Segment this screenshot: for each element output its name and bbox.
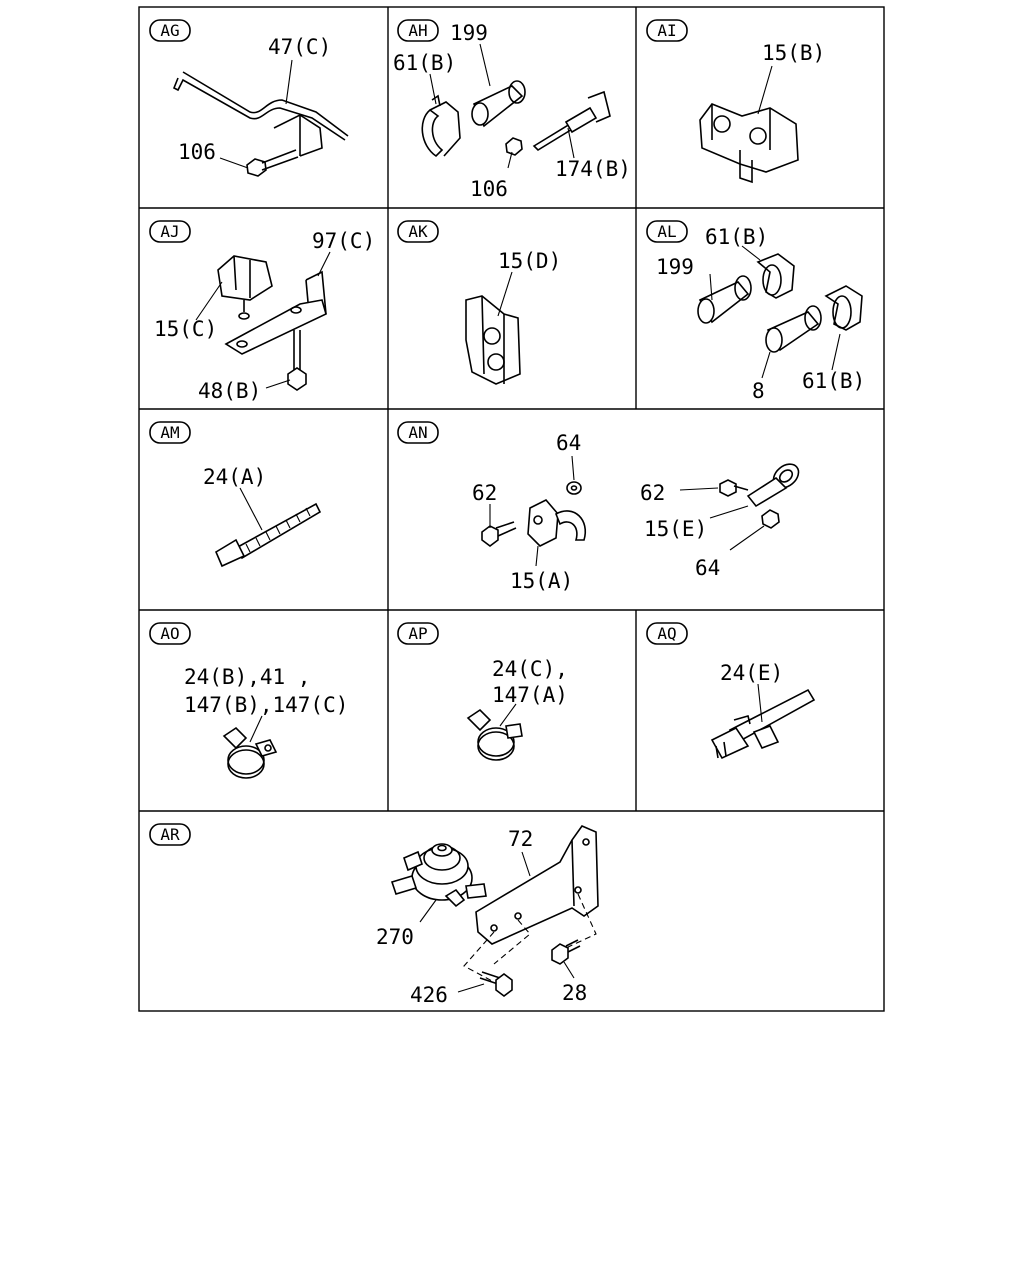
panel-ak: AK 15(D) <box>397 220 561 385</box>
part-label: 106 <box>470 177 508 201</box>
part-label: 15(E) <box>644 517 707 541</box>
dashed-guides <box>463 893 597 983</box>
panel-badge <box>149 220 191 243</box>
panel-id: AI <box>657 21 676 40</box>
part-label: 61(B) <box>393 51 456 75</box>
part-label: 199 <box>656 255 694 279</box>
cable-tie-24a <box>214 502 322 568</box>
part-label: 270 <box>376 925 414 949</box>
part-label: 62 <box>640 481 665 505</box>
bolt-48b <box>287 330 307 391</box>
part-label: 426 <box>410 983 448 1007</box>
panel-badge <box>149 421 191 444</box>
panel-id: AG <box>160 21 179 40</box>
panel-badge <box>646 622 688 645</box>
part-label: 24(E) <box>720 661 783 685</box>
bolt-426 <box>479 971 513 997</box>
washer-64-left <box>566 481 582 495</box>
panel-badge <box>646 220 688 243</box>
clamp-15d <box>465 295 521 385</box>
panel-ag: AG 47(C) 106 <box>149 19 349 177</box>
part-label: 15(B) <box>762 41 825 65</box>
part-label: 15(D) <box>498 249 561 273</box>
nut-64-right <box>761 509 780 529</box>
pipe-47c <box>172 71 349 157</box>
panel-id: AQ <box>657 624 676 643</box>
panel-ai: AI 15(B) <box>646 19 825 184</box>
clamp-15b <box>699 103 799 184</box>
panel-al: AL 61(B) 199 8 61(B) <box>646 220 865 403</box>
part-label: 24(C), <box>492 657 568 681</box>
part-label: 8 <box>752 379 765 403</box>
bolt-62-left <box>481 521 517 547</box>
panel-id: AO <box>160 624 179 643</box>
part-label: 47(C) <box>268 35 331 59</box>
part-label: 62 <box>472 481 497 505</box>
part-label: 106 <box>178 140 216 164</box>
clip-61b <box>421 94 461 158</box>
actuator-270 <box>390 843 487 908</box>
panel-badge <box>397 622 439 645</box>
panel-id: AL <box>657 222 676 241</box>
panel-badge <box>397 220 439 243</box>
panel-am: AM 24(A) <box>149 421 322 568</box>
clamp-15a <box>527 499 587 547</box>
hose-clamp-24b <box>222 726 278 779</box>
stud-174b <box>532 90 611 152</box>
part-label: 61(B) <box>705 225 768 249</box>
bolt-106 <box>246 149 299 177</box>
bracket-97c <box>224 270 327 355</box>
panel-ah: AH 199 61(B) 106 174(B) <box>393 19 631 201</box>
panel-ao: AO 24(B),41 , 147(B),147(C) <box>149 622 348 779</box>
part-label: 72 <box>508 827 533 851</box>
panel-badge <box>149 823 191 846</box>
part-label: 147(B),147(C) <box>184 693 348 717</box>
panel-id: AM <box>160 423 179 442</box>
clip-24e <box>710 688 816 760</box>
part-label: 61(B) <box>802 369 865 393</box>
clamp-15e <box>746 463 800 508</box>
panel-badge <box>149 622 191 645</box>
panel-badge <box>149 19 191 42</box>
sleeve-199 <box>471 80 526 128</box>
panel-id: AN <box>408 423 427 442</box>
bolt-62-right <box>719 479 749 497</box>
panel-ar: AR <box>149 823 599 1007</box>
panel-id: AH <box>408 21 427 40</box>
clip-61b-lower <box>824 285 863 331</box>
panel-id: AK <box>408 222 428 241</box>
hose-clamp-24c <box>466 708 523 761</box>
part-label: 64 <box>556 431 581 455</box>
panel-badge <box>646 19 688 42</box>
bolt-28 <box>551 939 581 965</box>
part-label: 48(B) <box>198 379 261 403</box>
nut-106 <box>505 137 523 156</box>
panel-aj: AJ 97(C) 15(C) 48(B) <box>149 220 375 403</box>
part-label: 24(B),41 , <box>184 665 310 689</box>
panel-aq: AQ 24(E) <box>646 622 816 760</box>
panel-badge <box>397 421 439 444</box>
panel-id: AR <box>160 825 180 844</box>
bracket-72 <box>475 825 599 945</box>
sleeve-8 <box>765 305 822 353</box>
sleeve-199 <box>697 275 752 324</box>
clip-61b-upper <box>756 253 795 299</box>
part-label: 28 <box>562 981 587 1005</box>
part-label: 24(A) <box>203 465 266 489</box>
part-label: 64 <box>695 556 720 580</box>
part-label: 97(C) <box>312 229 375 253</box>
part-label: 174(B) <box>555 157 631 181</box>
part-label: 199 <box>450 21 488 45</box>
clamp-15c <box>217 255 273 320</box>
part-label: 15(A) <box>510 569 573 593</box>
panel-an: AN 64 62 <box>397 421 800 593</box>
panel-ap: AP 24(C), 147(A) <box>397 622 568 761</box>
part-label: 147(A) <box>492 683 568 707</box>
panel-id: AP <box>408 624 427 643</box>
panel-id: AJ <box>160 222 179 241</box>
panel-badge <box>397 19 439 42</box>
part-label: 15(C) <box>154 317 217 341</box>
grid-frame <box>138 6 885 1012</box>
